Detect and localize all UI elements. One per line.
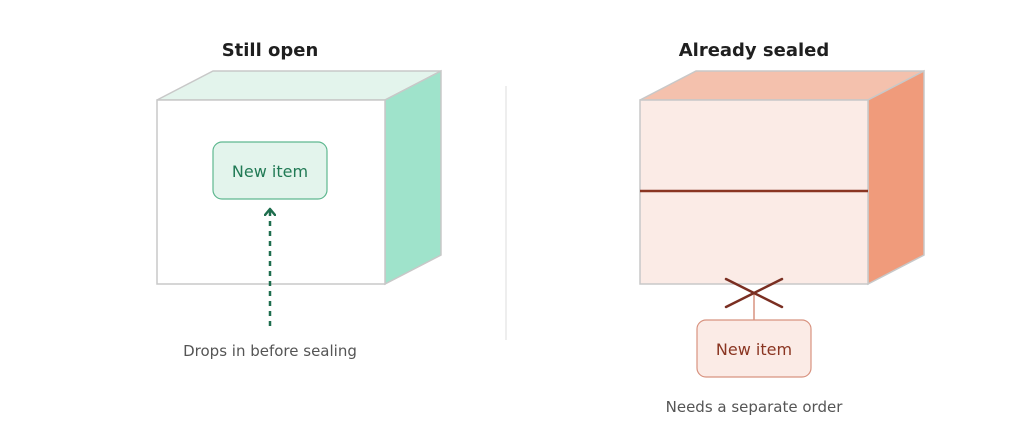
open-box-panel: Still open New item Drops in before seal…: [156, 40, 442, 360]
blocked-x-icon: [724, 277, 784, 309]
sealed-new-item-label: New item: [716, 340, 792, 359]
open-new-item: New item: [212, 141, 328, 200]
open-new-item-label: New item: [232, 162, 308, 181]
sealed-panel-caption: Needs a separate order: [666, 398, 844, 416]
open-panel-title: Still open: [222, 40, 319, 61]
sealed-box-panel: Already sealed New item Needs a separate…: [639, 40, 925, 416]
sealed-panel-title: Already sealed: [679, 40, 830, 61]
sealed-box-side-face: [867, 69, 925, 286]
sealed-new-item-card: [696, 319, 812, 378]
sealed-new-item: New item: [696, 319, 812, 378]
open-box: [156, 69, 442, 286]
open-new-item-card: [212, 141, 328, 200]
open-panel-caption: Drops in before sealing: [183, 342, 357, 360]
sealed-box: [639, 69, 925, 286]
open-box-side-face: [384, 69, 442, 286]
